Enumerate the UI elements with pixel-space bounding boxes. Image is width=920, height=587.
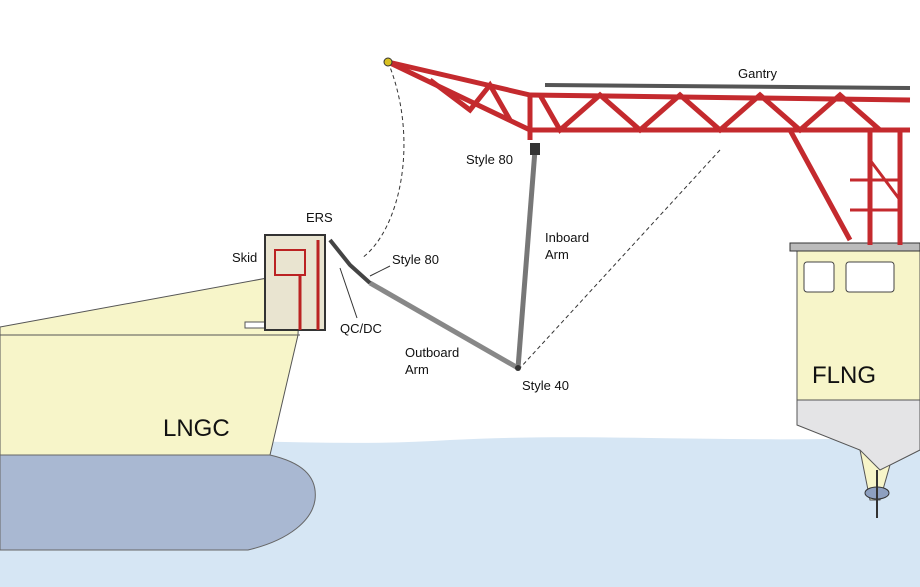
label-lngc: LNGC	[163, 415, 230, 442]
style80-pointer	[369, 265, 391, 277]
label-ers: ERS	[306, 210, 333, 225]
label-skid: Skid	[232, 250, 257, 265]
label-style80-lower: Style 80	[392, 252, 439, 267]
label-gantry: Gantry	[738, 66, 778, 81]
sheave-icon	[383, 57, 393, 67]
label-inboard-arm-1: Inboard	[545, 230, 589, 245]
label-inboard-arm-2: Arm	[545, 247, 569, 262]
tension-line	[519, 149, 721, 369]
label-outboard-arm-1: Outboard	[405, 345, 459, 360]
lngc-ship	[0, 271, 316, 551]
pilot-line	[361, 61, 405, 259]
label-flng: FLNG	[812, 362, 876, 389]
style80-top-swivel	[530, 143, 540, 155]
skid-structure	[264, 234, 326, 331]
outboard-arm	[368, 280, 520, 371]
label-style40: Style 40	[522, 378, 569, 393]
gantry-crane	[386, 59, 911, 245]
style40-swivel	[515, 365, 521, 371]
flng-vessel	[789, 242, 920, 518]
label-qcdc: QC/DC	[340, 321, 382, 336]
qcdc-pointer	[339, 267, 358, 319]
label-outboard-arm-2: Arm	[405, 362, 429, 377]
inboard-arm	[515, 149, 538, 369]
ers-coupler	[328, 238, 372, 285]
label-style80-top: Style 80	[466, 152, 513, 167]
